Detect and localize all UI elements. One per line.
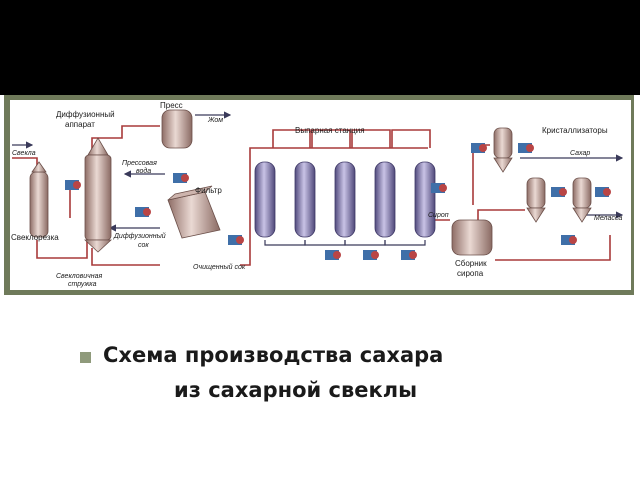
pipes-dark [12,111,624,246]
crystallizers [493,127,592,223]
label-sveklorezka: Свеклорезка [11,233,59,242]
label-ochishchenny-sok: Очищенный сок [193,263,246,271]
label-kristallizatory: Кристаллизаторы [542,126,608,135]
label-sveklovichnaya-1: Свекловичная [56,273,103,280]
label-pressovaya-1: Прессовая [122,160,157,167]
filter [167,185,221,239]
sugar-production-diagram: Свекла Свеклорезка Свекловичная стружка … [10,100,631,290]
label-diffuzionny-apparat-1: Диффузионный [56,110,115,119]
label-vyparnaya-stantsiya: Выпарная станция [295,126,365,135]
label-pressovaya-2: вода [136,167,151,175]
title-band [0,0,640,95]
label-sirop: Сироп [428,212,449,219]
diffusion-apparatus [83,137,113,253]
label-sbornik-1: Сборник [455,259,487,268]
caption-line-1: Схема производства сахара [103,343,444,367]
bullet-marker [80,352,91,363]
label-diffuzionny-apparat-2: аппарат [65,120,95,129]
label-zhom: Жом [207,117,223,124]
label-diffuzionny-sok-2: сок [138,242,149,249]
caption-line-2: из сахарной свеклы [174,378,418,402]
label-melassa: Меласса [594,215,622,222]
label-sveklovichnaya-2: стружка [68,281,97,288]
evaporator-station [254,161,436,238]
label-svekla: Свекла [12,150,36,157]
syrup-collector [451,219,493,256]
label-filtr: Фильтр [195,186,222,195]
label-sakhar: Сахар [570,150,590,157]
label-diffuzionny-sok-1: Диффузионный [113,232,166,240]
press [161,109,193,149]
label-press: Пресс [160,101,183,110]
beet-slicer [29,161,49,238]
pumps [65,143,611,260]
label-sbornik-2: сиропа [457,269,484,278]
